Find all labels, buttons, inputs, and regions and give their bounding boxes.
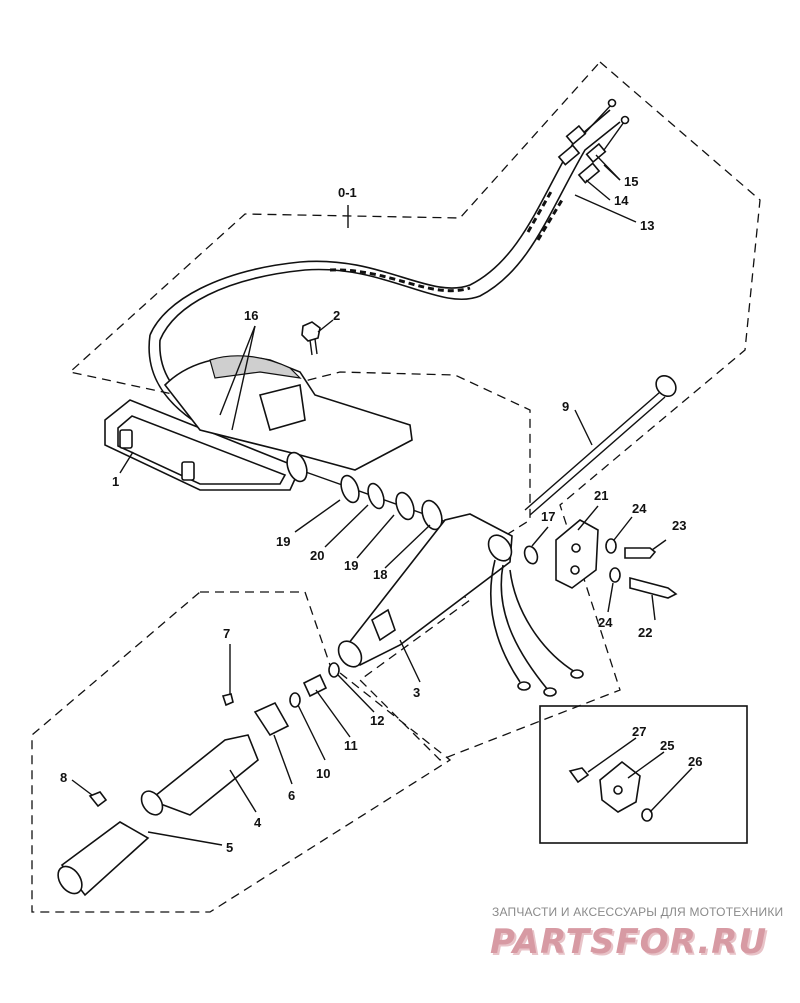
callout-19-a: 19 [276,534,290,549]
callout-3: 3 [413,685,420,700]
callout-14: 14 [614,193,629,208]
assembly-boundary-upper [68,61,761,761]
callout-9: 9 [562,399,569,414]
callout-24-b: 24 [598,615,613,630]
steering-housing [163,355,413,471]
callout-8: 8 [60,770,67,785]
callout-2: 2 [333,308,340,323]
callout-11: 11 [344,738,358,753]
detail-inset-box [539,705,748,844]
kill-switch-wires [489,559,584,697]
callout-26: 26 [688,754,702,769]
callout-labels: 0-1 1 2 3 4 5 6 7 8 9 10 11 12 13 14 15 … [60,174,702,855]
leader-lines [71,154,693,846]
callout-24-a: 24 [632,501,647,516]
callout-7: 7 [223,626,230,641]
detail-inset-parts [568,760,653,822]
callout-17: 17 [541,509,555,524]
throttle-grip-parts [57,662,340,897]
callout-20: 20 [310,548,324,563]
callout-10: 10 [316,766,330,781]
callout-5: 5 [226,840,233,855]
cover-plate [523,519,678,599]
watermark-logo: PARTSFOR.RU [490,922,768,962]
callout-0-1: 0-1 [338,185,357,200]
callout-23: 23 [672,518,686,533]
callout-13: 13 [640,218,654,233]
callout-22: 22 [638,625,652,640]
watermark-tagline: ЗАПЧАСТИ И АКСЕССУАРЫ ДЛЯ МОТОТЕХНИКИ [492,905,784,919]
shift-rod [524,374,677,516]
callout-18: 18 [373,567,387,582]
callout-19-b: 19 [344,558,358,573]
steering-shaft [286,451,456,531]
callout-4: 4 [254,815,262,830]
callout-6: 6 [288,788,295,803]
callout-27: 27 [632,724,646,739]
callout-15: 15 [624,174,638,189]
callout-1: 1 [112,474,119,489]
callout-25: 25 [660,738,674,753]
callout-12: 12 [370,713,384,728]
tiller-arm [337,513,513,668]
bolt-2 [301,321,321,356]
callout-16: 16 [244,308,258,323]
callout-21: 21 [594,488,608,503]
tiller-bracket [104,399,302,491]
